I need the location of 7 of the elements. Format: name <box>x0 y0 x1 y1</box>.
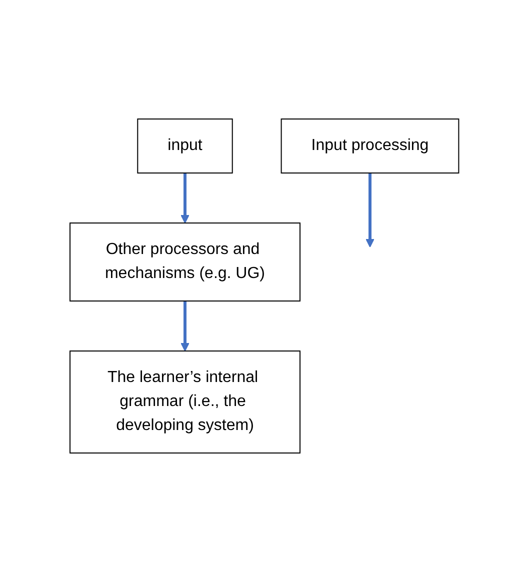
arrow <box>365 173 374 248</box>
node-box: The learner’s internal grammar (i.e., the developing system) <box>69 350 300 454</box>
node-box: Other processors and mechanisms (e.g. UG) <box>69 222 300 302</box>
node-box: input <box>136 118 232 174</box>
arrow <box>180 173 190 224</box>
node-box: Input processing <box>280 118 459 174</box>
arrow <box>180 301 190 352</box>
